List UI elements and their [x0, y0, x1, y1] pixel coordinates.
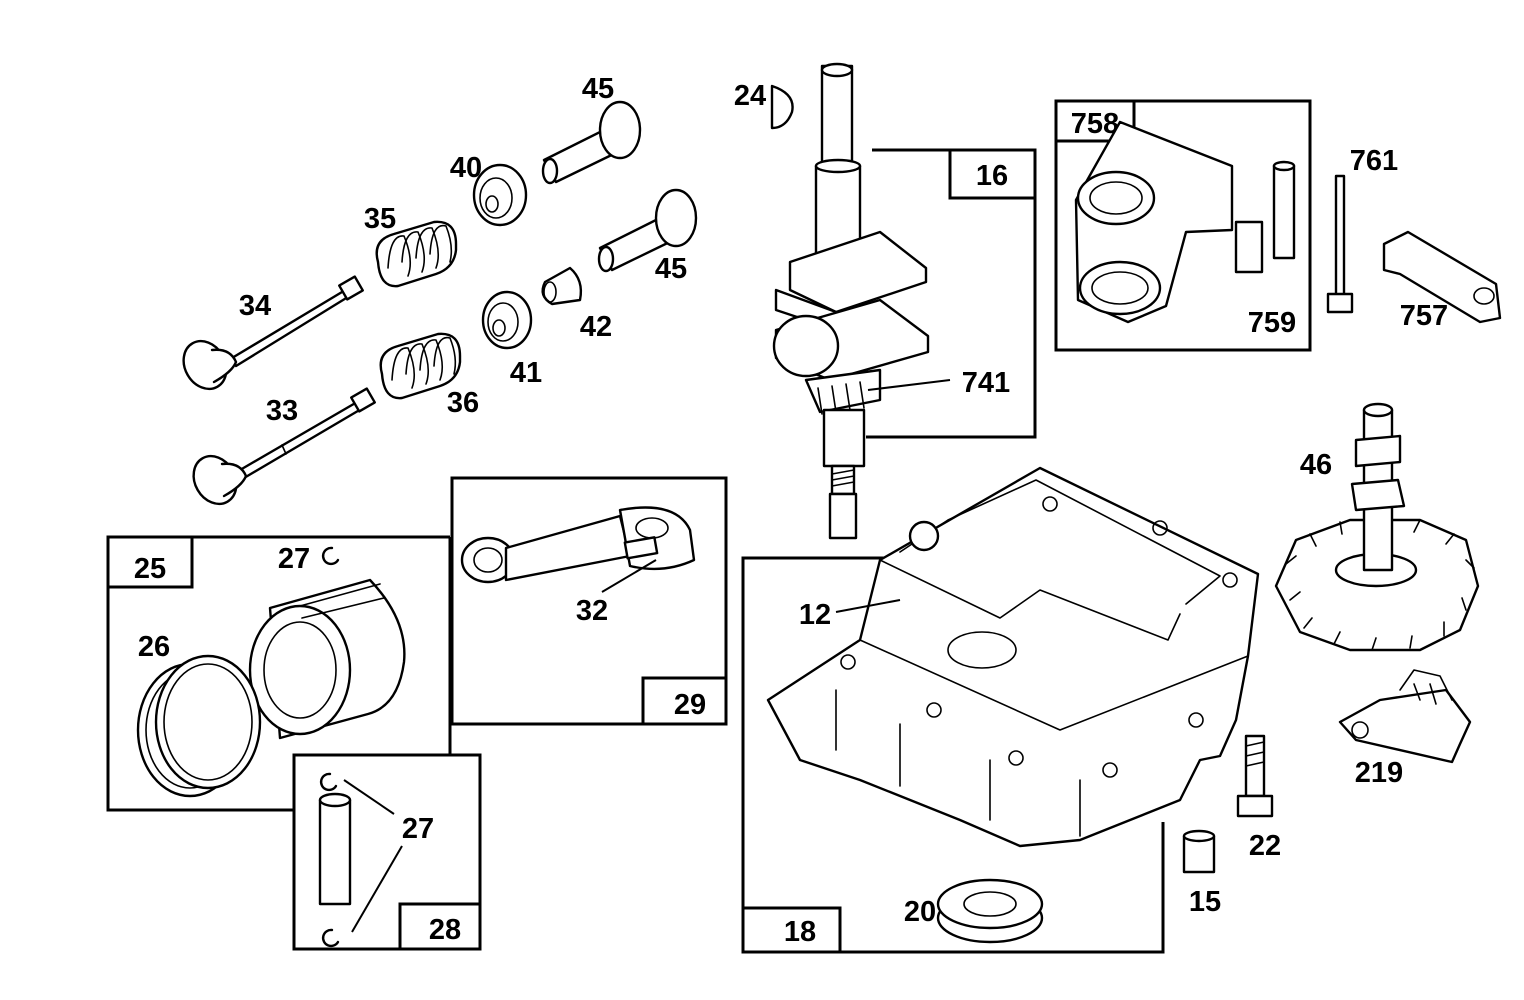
valve-33: [192, 387, 376, 506]
callout-759: 759: [1248, 307, 1296, 339]
kit-box-29: 29: [450, 476, 728, 726]
callout-12: 12: [799, 599, 831, 631]
callout-35: 35: [364, 203, 396, 235]
leader-32: [601, 559, 657, 593]
callout-36: 36: [447, 387, 479, 419]
callout-22: 22: [1249, 830, 1281, 862]
callout-45-lower: 45: [655, 253, 687, 285]
callout-46: 46: [1300, 449, 1332, 481]
wrist-pin-28: [318, 792, 352, 906]
kit-label-758: 758: [1071, 108, 1119, 140]
kit-label-25: 25: [134, 553, 166, 585]
spring-36: [379, 332, 462, 400]
bolt-761: [1326, 174, 1354, 314]
leader-741: [867, 379, 951, 391]
callout-27-piston: 27: [278, 543, 310, 575]
kit-box-16: 16: [866, 148, 1037, 439]
link-757: [1382, 230, 1502, 324]
tappet-45-upper: [541, 100, 642, 185]
retaining-clip-27-lower: [321, 928, 340, 948]
callout-41: 41: [510, 357, 542, 389]
bolt-22: [1236, 734, 1274, 818]
spring-35: [375, 220, 458, 288]
callout-741: 741: [962, 367, 1010, 399]
callout-219: 219: [1355, 757, 1403, 789]
kit-label-29: 29: [674, 689, 706, 721]
callout-757: 757: [1400, 300, 1448, 332]
callout-761: 761: [1350, 145, 1398, 177]
leader-12: [835, 599, 901, 613]
callout-32: 32: [576, 595, 608, 627]
woodruff-key-24: [770, 84, 794, 130]
callout-33: 33: [266, 395, 298, 427]
connecting-rod: [460, 506, 696, 584]
callout-20: 20: [904, 896, 936, 928]
callout-26: 26: [138, 631, 170, 663]
tappet-45-lower: [597, 188, 698, 273]
plug-15: [1182, 829, 1216, 874]
retainer-41: [481, 290, 533, 350]
kit-box-28: 28: [292, 753, 482, 951]
callout-24: 24: [734, 80, 766, 112]
governor-219: [1338, 669, 1472, 764]
kit-label-28: 28: [429, 914, 461, 946]
leader-27-lower: [351, 845, 403, 933]
leader-27-upper: [343, 779, 395, 815]
valve-34: [182, 275, 364, 391]
callout-40: 40: [450, 152, 482, 184]
piston: [248, 578, 406, 740]
callout-45-upper: 45: [582, 73, 614, 105]
callout-27-pin: 27: [402, 813, 434, 845]
bracket-758: [1074, 120, 1264, 324]
crankshaft: [772, 62, 930, 540]
kit-label-16: 16: [976, 160, 1008, 192]
kit-box-25: 25: [106, 535, 452, 812]
pin-759: [1272, 160, 1296, 260]
oil-seal-20: [936, 878, 1044, 944]
kit-box-18: 18: [741, 556, 1165, 954]
keeper-42: [541, 266, 583, 306]
retaining-clip-27-upper: [319, 772, 338, 792]
callout-15: 15: [1189, 886, 1221, 918]
piston-rings-26: [136, 654, 262, 798]
callout-34: 34: [239, 290, 271, 322]
crankcase-sump: [766, 466, 1260, 848]
kit-label-18: 18: [784, 916, 816, 948]
retaining-clip-27-top: [321, 546, 340, 566]
callout-42: 42: [580, 311, 612, 343]
camshaft-46: [1274, 402, 1480, 652]
retainer-40: [472, 163, 528, 227]
